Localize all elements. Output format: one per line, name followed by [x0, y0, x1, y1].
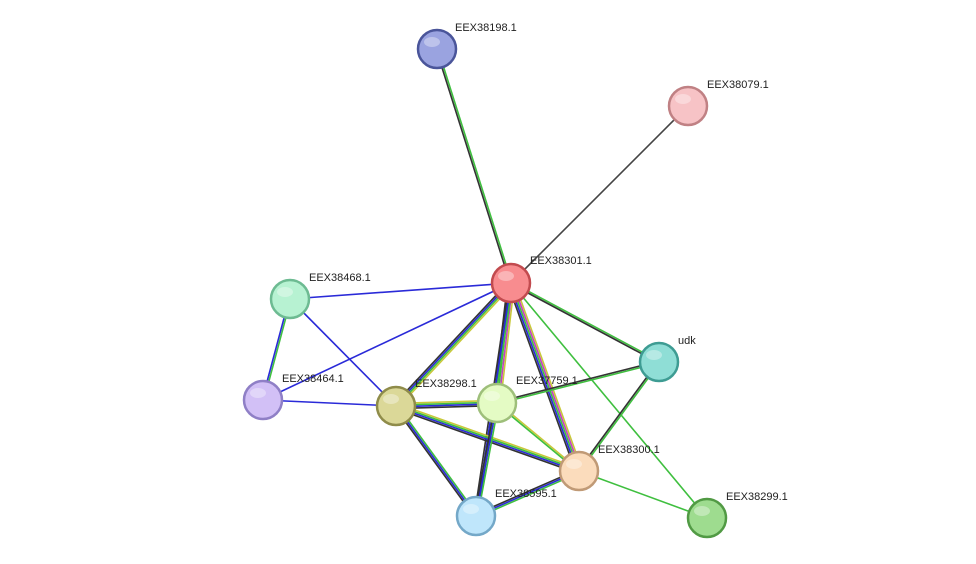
edge-line — [393, 406, 476, 518]
node-label: EEX38298.1 — [415, 378, 477, 390]
edge-line — [394, 281, 511, 406]
edge-line — [510, 105, 689, 284]
edge-udk-eex37759-1 — [496, 360, 660, 405]
node-circle[interactable] — [416, 28, 458, 70]
node-highlight — [463, 504, 479, 514]
edge-line — [511, 281, 660, 362]
node-label: udk — [678, 335, 696, 347]
node-udk[interactable]: udk — [638, 335, 696, 383]
node-label: EEX38299.1 — [726, 491, 788, 503]
edge-eex38464-1-eex38298-1 — [262, 399, 397, 407]
edge-line — [579, 362, 661, 472]
node-eex38299-1[interactable]: EEX38299.1 — [686, 491, 788, 539]
edge-line — [397, 284, 514, 409]
edge-line — [435, 49, 511, 284]
node-label: EEX38198.1 — [455, 22, 517, 34]
node-highlight — [566, 459, 582, 469]
edge-eex38301-1-udk — [510, 281, 660, 364]
edge-eex38464-1-eex38301-1 — [262, 282, 512, 401]
edge-line — [393, 280, 510, 405]
node-circle[interactable] — [490, 262, 532, 304]
node-circle[interactable] — [686, 497, 728, 539]
edge-line — [510, 282, 580, 472]
node-highlight — [498, 271, 514, 281]
edge-line — [396, 404, 580, 471]
edge-line — [508, 283, 579, 472]
edge-line — [394, 407, 579, 475]
node-label: EEX38079.1 — [707, 79, 769, 91]
node-eex37759-1[interactable]: EEX37759.1 — [476, 375, 578, 424]
edge-eex38198-1-eex38301-1 — [435, 48, 513, 284]
edge-eex38301-1-eex38300-1 — [507, 281, 583, 473]
node-circle[interactable] — [269, 278, 311, 320]
edge-eex38301-1-eex38299-1 — [510, 282, 708, 519]
edge-line — [496, 360, 659, 403]
node-highlight — [383, 394, 399, 404]
edge-line — [578, 470, 708, 519]
node-eex38298-1[interactable]: EEX38298.1 — [375, 378, 477, 427]
node-layer: EEX38198.1EEX38079.1EEX38301.1EEX38468.1… — [242, 22, 788, 539]
edge-line — [437, 48, 513, 283]
edge-line — [262, 282, 512, 401]
edge-line — [513, 281, 583, 471]
node-eex38468-1[interactable]: EEX38468.1 — [269, 272, 371, 320]
node-eex38300-1[interactable]: EEX38300.1 — [558, 444, 660, 492]
node-label: EEX38301.1 — [530, 255, 592, 267]
edge-line — [507, 283, 577, 473]
node-highlight — [484, 391, 500, 401]
node-circle[interactable] — [375, 385, 417, 427]
node-eex38464-1[interactable]: EEX38464.1 — [242, 373, 344, 421]
edge-line — [499, 283, 516, 404]
edge-line — [395, 406, 579, 473]
node-label: EEX38464.1 — [282, 373, 344, 385]
edge-line — [395, 405, 477, 517]
edge-line — [577, 361, 659, 471]
edge-udk-eex38300-1 — [577, 361, 661, 472]
node-highlight — [675, 94, 691, 104]
node-circle[interactable] — [667, 85, 709, 127]
node-highlight — [250, 388, 266, 398]
node-highlight — [277, 287, 293, 297]
node-label: EEX38468.1 — [309, 272, 371, 284]
node-eex38301-1[interactable]: EEX38301.1 — [490, 255, 592, 304]
edge-line — [396, 404, 479, 516]
node-label: EEX38300.1 — [598, 444, 660, 456]
node-highlight — [694, 506, 710, 516]
edge-eex38468-1-eex38298-1 — [289, 298, 397, 407]
edge-line — [289, 282, 512, 300]
node-label: EEX37759.1 — [516, 375, 578, 387]
node-circle[interactable] — [476, 382, 518, 424]
node-eex38079-1[interactable]: EEX38079.1 — [667, 79, 769, 127]
edge-line — [510, 283, 659, 364]
node-circle[interactable] — [242, 379, 284, 421]
edge-line — [497, 362, 660, 405]
edge-line — [510, 282, 708, 519]
edge-eex38079-1-eex38301-1 — [510, 105, 689, 284]
node-highlight — [424, 37, 440, 47]
edge-line — [396, 283, 513, 408]
node-label: EEX38595.1 — [495, 488, 557, 500]
node-highlight — [646, 350, 662, 360]
edge-line — [262, 399, 397, 407]
edge-line — [511, 282, 582, 471]
edge-eex38298-1-eex38595-1 — [393, 404, 479, 518]
node-circle[interactable] — [558, 450, 600, 492]
node-eex38198-1[interactable]: EEX38198.1 — [416, 22, 517, 70]
node-eex38595-1[interactable]: EEX38595.1 — [455, 488, 557, 537]
edge-eex38301-1-eex38298-1 — [393, 280, 514, 409]
node-circle[interactable] — [638, 341, 680, 383]
edge-line — [289, 298, 397, 407]
edge-eex38468-1-eex38301-1 — [289, 282, 512, 300]
edge-eex38300-1-eex38299-1 — [578, 470, 708, 519]
node-circle[interactable] — [455, 495, 497, 537]
